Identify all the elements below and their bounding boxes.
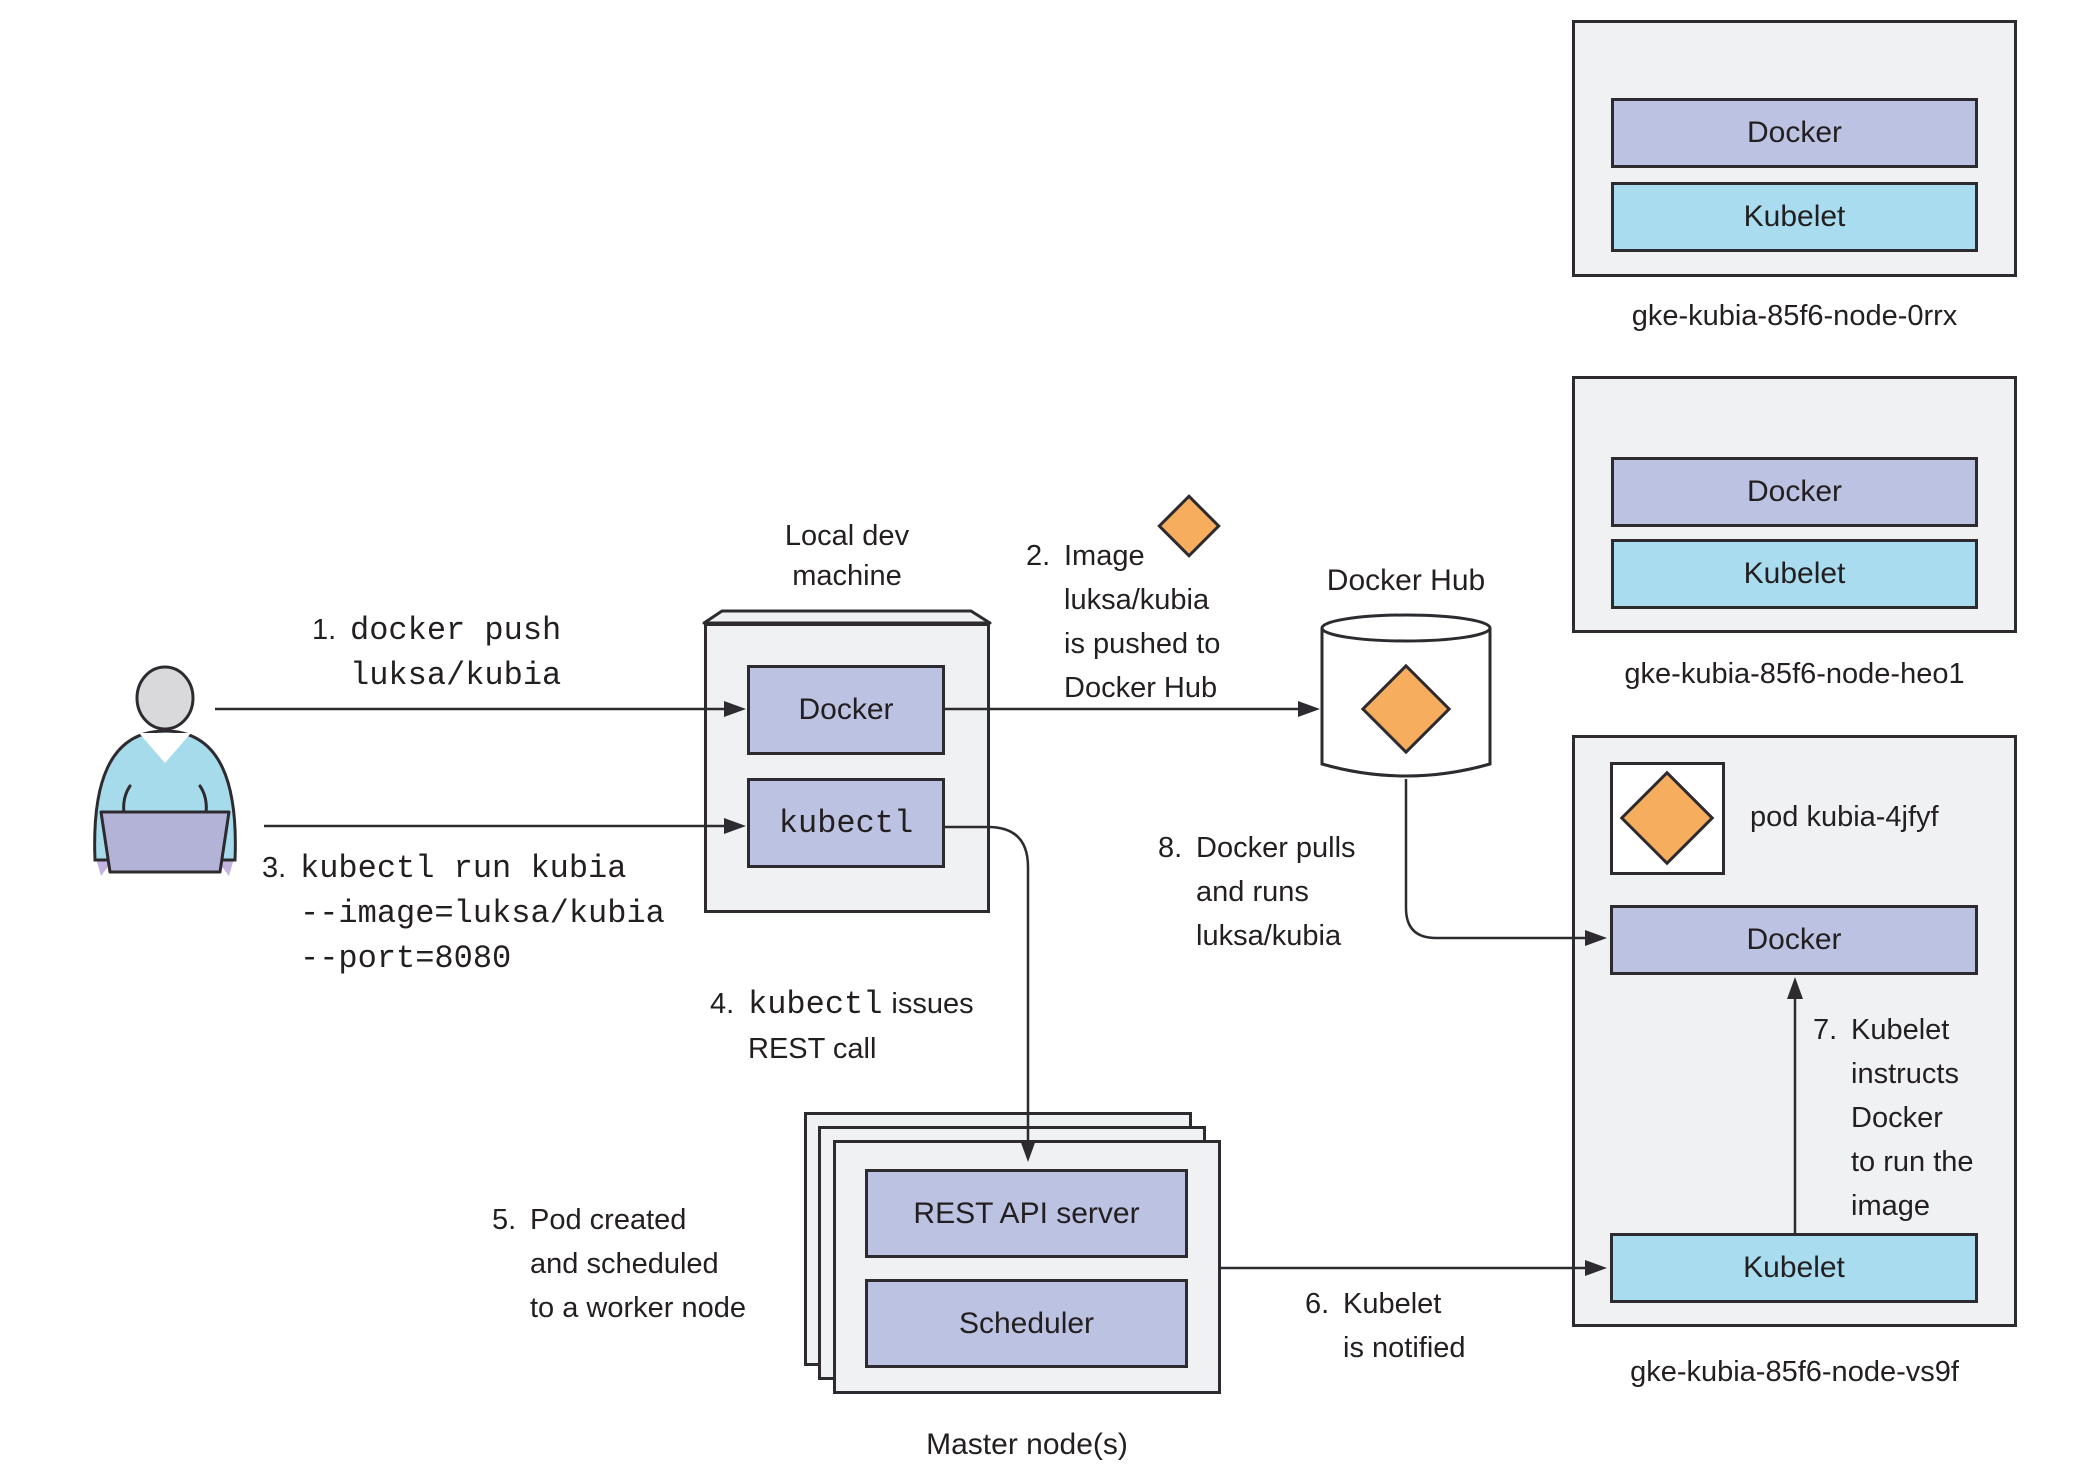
cylinder-top	[1320, 613, 1492, 643]
node1-kubelet-label: Kubelet	[1743, 200, 1846, 233]
node2-docker-box: Docker	[1611, 457, 1978, 527]
step-6-number: 6.	[1305, 1288, 1330, 1320]
node2-docker-label: Docker	[1746, 475, 1843, 508]
node3-caption: gke-kubia-85f6-node-vs9f	[1630, 1356, 1959, 1388]
step-1-code-line1: docker push	[350, 612, 562, 649]
node2-kubelet-label: Kubelet	[1743, 557, 1846, 590]
cylinder-body	[1320, 628, 1492, 778]
step-3-number: 3.	[262, 852, 287, 884]
pod-label: pod kubia-4jfyf	[1750, 801, 1939, 833]
local-dev-top-face	[702, 609, 992, 625]
step-6-annotation: 6.Kubelet is notified	[1305, 1282, 1466, 1370]
local-kubectl-box: kubectl	[747, 778, 945, 868]
node3-docker-box: Docker	[1610, 905, 1978, 975]
docker-hub-label: Docker Hub	[1326, 564, 1486, 597]
step-1-number: 1.	[312, 614, 337, 646]
step-4-code: kubectl	[748, 986, 883, 1023]
step-1-annotation: 1. docker push luksa/kubia	[312, 608, 561, 698]
step-3-code-line3: --port=8080	[300, 940, 512, 977]
step-8-annotation: 8.Docker pulls and runs luksa/kubia	[1158, 826, 1356, 958]
node3-kubelet-box: Kubelet	[1610, 1233, 1978, 1303]
laptop	[99, 810, 231, 874]
person-left-arm	[122, 784, 132, 824]
docker-hub-cylinder	[1320, 613, 1492, 778]
pod-icon-frame	[1610, 762, 1725, 875]
step-7-annotation: 7.Kubelet instructs Docker to run the im…	[1813, 1008, 1974, 1228]
hub-image-diamond-icon	[1360, 663, 1452, 755]
local-dev-title-line2: machine	[792, 560, 902, 592]
scheduler-label: Scheduler	[958, 1306, 1095, 1340]
arrow-8-pull-image	[1404, 779, 1585, 940]
laptop-shadow-left	[93, 848, 122, 876]
local-docker-box: Docker	[747, 665, 945, 755]
local-docker-label: Docker	[798, 693, 894, 726]
person-collar	[139, 733, 191, 763]
master-node-caption: Master node(s)	[926, 1428, 1128, 1461]
laptop-shadow-right	[208, 848, 237, 876]
step-3-code-line2: --image=luksa/kubia	[300, 895, 665, 932]
node1-docker-box: Docker	[1611, 98, 1978, 168]
node2-kubelet-box: Kubelet	[1611, 539, 1978, 609]
developer-figure	[93, 665, 237, 876]
step-4-number: 4.	[710, 988, 735, 1020]
scheduler-box: Scheduler	[865, 1279, 1188, 1368]
step-5-number: 5.	[492, 1204, 517, 1236]
step-2-number: 2.	[1026, 540, 1051, 572]
node1-kubelet-box: Kubelet	[1611, 182, 1978, 252]
person-torso	[93, 729, 237, 862]
step-8-number: 8.	[1158, 832, 1183, 864]
rest-api-server-label: REST API server	[913, 1196, 1140, 1230]
step-2-annotation: 2.Image luksa/kubia is pushed to Docker …	[1026, 534, 1220, 710]
step-3-annotation: 3.kubectl run kubia --image=luksa/kubia …	[262, 846, 665, 981]
rest-api-server-box: REST API server	[865, 1169, 1188, 1258]
arrow-2-head	[1298, 701, 1320, 717]
local-dev-title-line1: Local dev	[784, 520, 910, 552]
person-right-arm	[198, 784, 208, 824]
step-3-code-line1: kubectl run kubia	[300, 850, 627, 887]
local-kubectl-label: kubectl	[778, 804, 914, 842]
step-7-number: 7.	[1813, 1014, 1838, 1046]
step-5-annotation: 5.Pod created and scheduled to a worker …	[492, 1198, 746, 1330]
node3-docker-label: Docker	[1746, 923, 1842, 956]
step-1-code-line2: luksa/kubia	[350, 657, 562, 694]
node1-caption: gke-kubia-85f6-node-0rrx	[1631, 300, 1958, 332]
local-dev-title: Local dev machine	[704, 516, 990, 596]
node3-kubelet-label: Kubelet	[1743, 1251, 1845, 1284]
person-head	[135, 665, 195, 731]
node2-caption: gke-kubia-85f6-node-heo1	[1624, 658, 1965, 690]
node1-docker-label: Docker	[1746, 116, 1843, 149]
